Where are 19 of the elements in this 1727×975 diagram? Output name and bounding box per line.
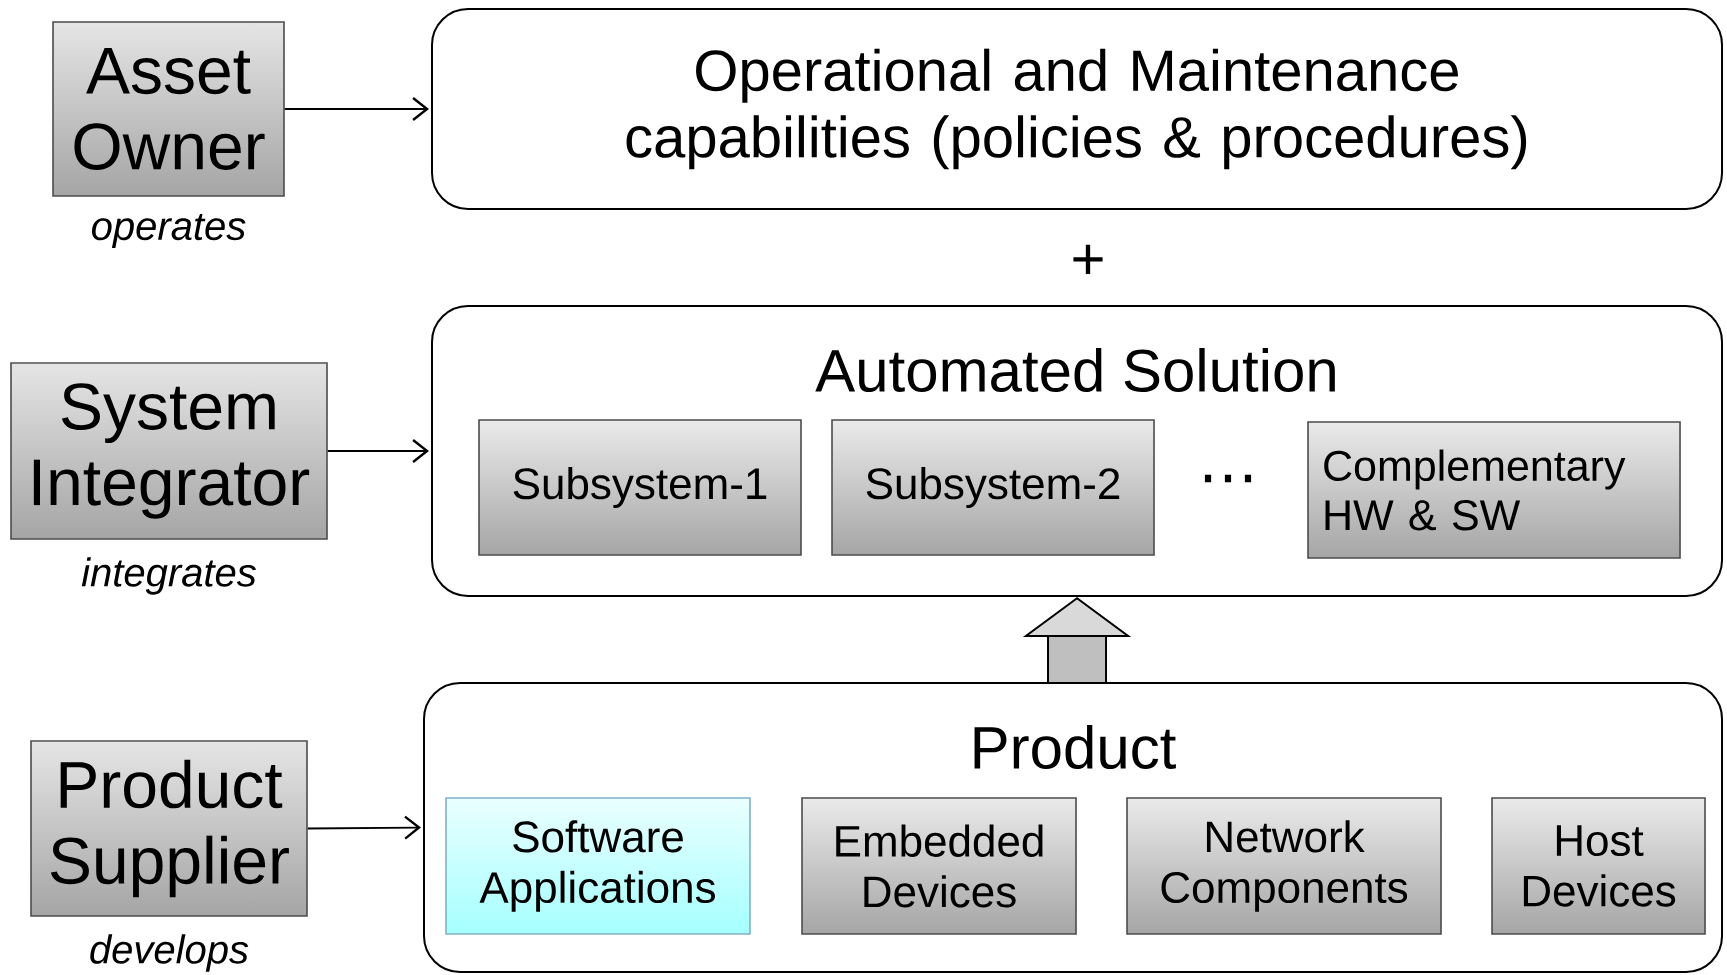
role-caption: integrates (81, 557, 256, 595)
arrow (306, 815, 421, 840)
role-box: System Integrator (10, 362, 328, 540)
plus-sign: + (1073, 244, 1103, 275)
role-box: Product Supplier (30, 740, 308, 917)
component-box: Host Devices (1491, 797, 1706, 935)
component-box: Complementary HW & SW (1307, 421, 1681, 559)
ellipsis: ⋯ (1204, 474, 1252, 483)
arrow (326, 439, 429, 463)
role-box: Asset Owner (52, 21, 285, 197)
component-box: Embedded Devices (801, 797, 1077, 935)
role-caption: operates (92, 213, 246, 249)
component-box: Software Applications (445, 797, 751, 935)
component-box: Subsystem-1 (478, 419, 802, 556)
role-caption: develops (90, 934, 249, 972)
capability-box: Operational and Maintenance capabilities (policies & procedures) (431, 8, 1723, 210)
component-box: Network Components (1126, 797, 1442, 935)
component-box: Subsystem-2 (831, 419, 1155, 556)
arrow (283, 97, 429, 121)
